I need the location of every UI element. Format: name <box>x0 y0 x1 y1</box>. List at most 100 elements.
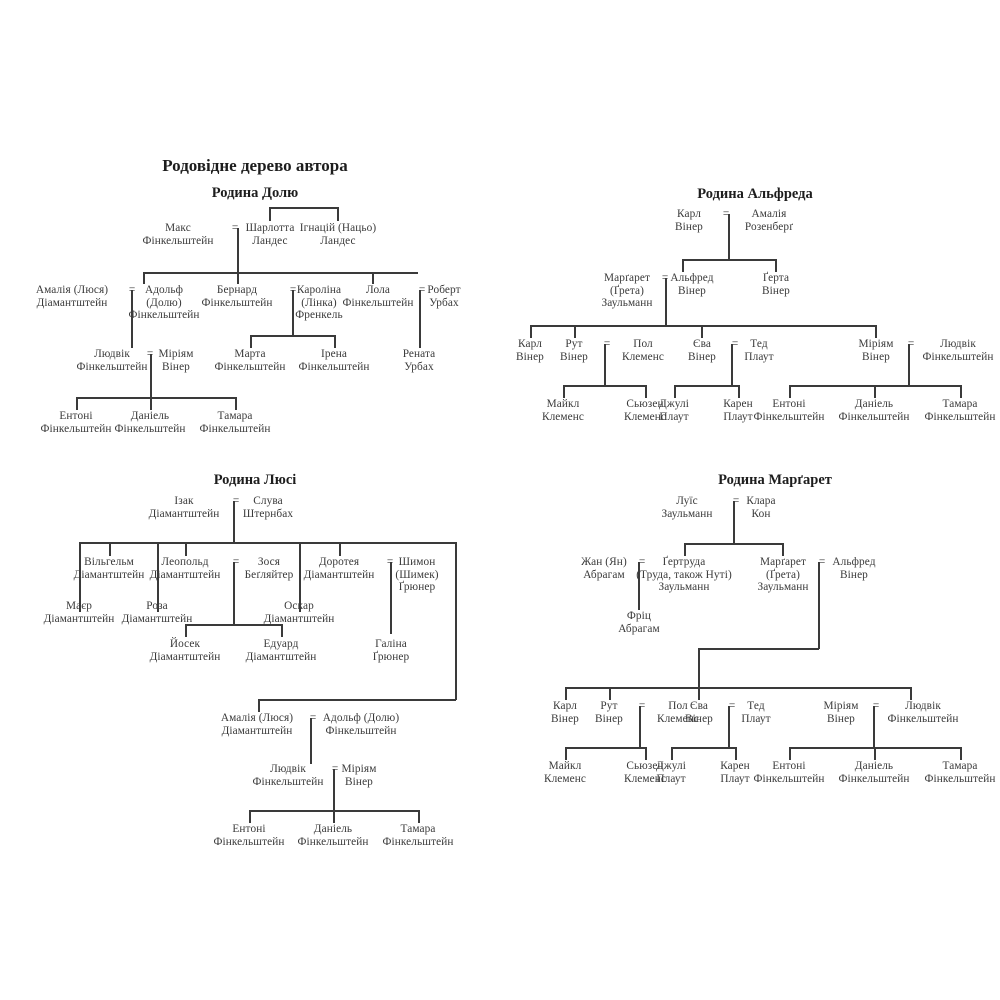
person-lyudvik-finkelshtein: Людвік Фінкельштейн <box>76 348 148 373</box>
person-entoni-finkelshtein-4: Ентоні Фінкельштейн <box>753 760 825 785</box>
children-bar-leopold <box>185 624 281 626</box>
drop-daniel3 <box>333 810 335 823</box>
person-sluva-shternbakh: Слува Штернбах <box>242 495 294 520</box>
person-dzhuli-plaut-2: Джулі Плаут <box>656 760 686 785</box>
person-pol-klemens: Пол Клеменс <box>621 338 665 363</box>
marriage-drop-margaret-alfred-2 <box>818 562 820 649</box>
person-adolf-dolyu-2: Адольф (Долю) Фінкельштейн <box>322 712 400 737</box>
marriage-eq-leopold-zosya: = <box>232 556 240 568</box>
person-karolina-frenkel: Кароліна (Лінка) Френкель <box>295 284 343 322</box>
drop-entoni <box>76 397 78 410</box>
drop-tamara <box>235 397 237 410</box>
person-margaret-zaulmann: Марґарет (Ґрета) Заульманн <box>601 272 653 310</box>
person-dzhuli-plaut: Джулі Плаут <box>659 398 689 423</box>
marriage-eq-rut-pol-2: = <box>638 700 646 712</box>
drop-tamara3 <box>418 810 420 823</box>
drop-entoni4 <box>789 747 791 760</box>
drop-bernard <box>237 272 239 284</box>
marriage-eq-lola-robert: = <box>418 284 426 296</box>
person-tamara-finkelshtein-3: Тамара Фінкельштейн <box>382 823 454 848</box>
person-ted-plaut-2: Тед Плаут <box>741 700 771 725</box>
person-maykl-klemens: Майкл Клеменс <box>541 398 585 423</box>
person-alfred-viner-2: Альфред Вінер <box>832 556 876 581</box>
drop-karen <box>738 385 740 398</box>
drop-irena <box>334 335 336 348</box>
person-miriyam-viner-2: Міріям Вінер <box>858 338 894 363</box>
marriage-eq-margaret-alfred-2: = <box>818 556 826 568</box>
drop-amaliya-left <box>258 699 260 712</box>
marriage-eq-yeva-ted-2: = <box>728 700 736 712</box>
drop-miriyam4 <box>910 687 912 700</box>
person-entoni-finkelshtein: Ентоні Фінкельштейн <box>40 410 112 435</box>
drop-yeva <box>701 325 703 338</box>
marriage-drop-doroteya-shymon <box>390 562 392 634</box>
drop-rut2 <box>609 687 611 700</box>
sibling-bar-landes <box>269 207 339 209</box>
person-shymon-gryuner: Шимон (Шимек) Ґрюнер <box>395 556 439 594</box>
marriage-drop-miriyam-lyudvik-2 <box>873 706 875 748</box>
person-rut-viner: Рут Вінер <box>560 338 588 363</box>
drop-maykl2 <box>565 747 567 760</box>
person-rut-viner-2: Рут Вінер <box>595 700 623 725</box>
person-eduard-diamantshtein: Едуард Діамантштейн <box>245 638 317 663</box>
person-margaret-zaulmann-2: Марґарет (Ґрета) Заульманн <box>757 556 809 594</box>
person-roza-diamantshtein: Роза Діамантштейн <box>121 600 193 625</box>
marriage-drop-yeva-ted <box>731 344 733 386</box>
person-karen-plaut-2: Карен Плаут <box>720 760 750 785</box>
marriage-drop-maks <box>237 228 239 273</box>
person-amaliya-rozenberg: Амалія Розенберґ <box>744 208 794 233</box>
drop-lola <box>372 272 374 284</box>
person-miriyam-viner-4: Міріям Вінер <box>823 700 859 725</box>
marriage-eq-miriyam-lyudvik: = <box>907 338 915 350</box>
drop-rut <box>574 325 576 338</box>
marriage-drop-leopold-zosya <box>233 562 235 625</box>
children-bar-rut-pol <box>563 385 645 387</box>
person-entoni-finkelshtein-2: Ентоні Фінкельштейн <box>753 398 825 423</box>
page-title: Родовідне дерево автора <box>162 156 348 175</box>
children-bar-izak <box>79 542 455 544</box>
person-frits-abraham: Фріц Абрагам <box>618 610 660 635</box>
marriage-drop-lola-robert <box>419 290 421 348</box>
drop-yosek <box>185 624 187 637</box>
person-robert-urbakh: Роберт Урбах <box>427 284 461 309</box>
person-mayer-diamantshtein: Маєр Діамантштейн <box>43 600 115 625</box>
marriage-eq-karl-amaliya: = <box>722 208 730 220</box>
person-maykl-klemens-2: Майкл Клеменс <box>543 760 587 785</box>
person-izak-diamantshtein: Ізак Діамантштейн <box>148 495 220 520</box>
marriage-eq-luis-klara: = <box>732 495 740 507</box>
drop-marta <box>250 335 252 348</box>
elbow-margaret-alfred <box>698 648 819 650</box>
person-daniel-finkelshtein-3: Даніель Фінкельштейн <box>297 823 369 848</box>
drop-entoni3 <box>249 810 251 823</box>
drop-margaret2 <box>782 543 784 556</box>
person-miriyam-viner: Міріям Вінер <box>158 348 194 373</box>
tree-title-alfred: Родина Альфреда <box>697 186 813 202</box>
marriage-eq-lyudvik-miriyam-2: = <box>331 763 339 775</box>
drop-sharlotta <box>269 207 271 221</box>
drop-eduard <box>281 624 283 637</box>
person-zhan-abraham: Жан (Ян) Абрагам <box>581 556 627 581</box>
person-marta-finkelshtein: Марта Фінкельштейн <box>214 348 286 373</box>
join-bar-amaliya-adolf <box>258 699 456 701</box>
marriage-drop-luis-klara <box>733 501 735 544</box>
person-pol-klemens-2: Пол Клеменс <box>656 700 700 725</box>
person-amaliya-diamantshtein: Амалія (Люся) Діамантштейн <box>35 284 109 309</box>
drop-tamara2 <box>960 385 962 398</box>
children-bar-luis <box>684 543 782 545</box>
person-lola-finkelshtein: Лола Фінкельштейн <box>342 284 414 309</box>
person-daniel-finkelshtein-4: Даніель Фінкельштейн <box>838 760 910 785</box>
children-bar-yeva-ted <box>674 385 738 387</box>
drop-syuzen2 <box>645 747 647 760</box>
tree-title-margaret: Родина Марґарет <box>718 472 832 488</box>
person-klara-kon: Клара Кон <box>746 495 776 520</box>
person-lyudvik-finkelshtein-2: Людвік Фінкельштейн <box>922 338 994 363</box>
drop-daniel2 <box>874 385 876 398</box>
tree-title-dolyu: Родина Долю <box>211 185 299 201</box>
marriage-drop-rut-pol <box>604 344 606 386</box>
marriage-drop-lyudvik-miriyam <box>150 354 152 398</box>
person-amaliya-diamantshtein-2: Амалія (Люся) Діамантштейн <box>220 712 294 737</box>
person-yosek-diamantshtein: Йосек Діамантштейн <box>149 638 221 663</box>
person-lyudvik-finkelshtein-3: Людвік Фінкельштейн <box>252 763 324 788</box>
person-miriyam-viner-3: Міріям Вінер <box>341 763 377 788</box>
drop-gertruda <box>684 543 686 556</box>
